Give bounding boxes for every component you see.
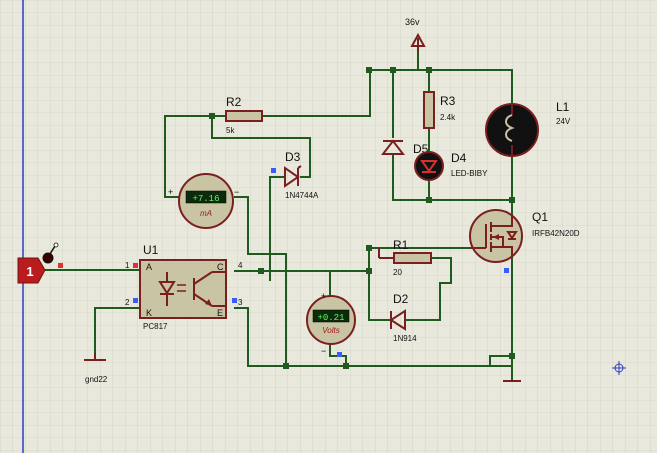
d3-ref: D3 bbox=[285, 150, 301, 164]
u1-pin-e-label: E bbox=[217, 308, 223, 318]
voltmeter-minus: − bbox=[321, 346, 326, 356]
diode-d2[interactable]: D2 1N914 bbox=[389, 292, 417, 343]
crosshair-icon bbox=[612, 361, 626, 375]
input-terminal[interactable]: 1 bbox=[17, 257, 63, 284]
mosfet-q1[interactable]: Q1 IRFB42N20D bbox=[469, 209, 580, 273]
voltmeter-plus: + bbox=[321, 291, 326, 301]
lamp-l1[interactable]: L1 24V bbox=[485, 100, 571, 158]
r2-ref: R2 bbox=[226, 95, 242, 109]
resistor-r2[interactable]: R2 5k bbox=[225, 95, 263, 135]
probe-icon[interactable] bbox=[42, 242, 59, 264]
d3-part: 1N4744A bbox=[285, 191, 319, 200]
zener-d3[interactable]: D3 1N4744A bbox=[271, 150, 319, 200]
d2-ref: D2 bbox=[393, 292, 409, 306]
ammeter-minus: − bbox=[234, 187, 239, 197]
u1-pin-k-label: K bbox=[146, 308, 152, 318]
voltmeter-reading: +0.21 bbox=[317, 313, 344, 323]
r2-value: 5k bbox=[226, 126, 235, 135]
q1-part: IRFB42N20D bbox=[532, 229, 580, 238]
ammeter-plus: + bbox=[168, 187, 173, 197]
u1-pin-a-label: A bbox=[146, 262, 152, 272]
lamp-value: 24V bbox=[556, 117, 571, 126]
ammeter[interactable]: +7.16 mA + − bbox=[168, 173, 239, 229]
wires bbox=[44, 51, 513, 381]
ammeter-reading: +7.16 bbox=[192, 194, 219, 204]
resistor-r3[interactable]: R3 2.4k bbox=[423, 91, 456, 129]
u1-pin-c-label: C bbox=[217, 262, 224, 272]
d4-ref: D4 bbox=[451, 151, 467, 165]
voltmeter-unit: Volts bbox=[322, 326, 340, 335]
d4-part: LED-BIBY bbox=[451, 169, 488, 178]
ground-label: gnd22 bbox=[85, 375, 108, 384]
u1-part: PC817 bbox=[143, 322, 168, 331]
voltmeter[interactable]: +0.21 Volts + − bbox=[306, 291, 356, 357]
q1-ref: Q1 bbox=[532, 210, 548, 224]
led-d4[interactable]: D4 LED-BIBY bbox=[414, 151, 488, 181]
u1-pin-4: 4 bbox=[238, 261, 243, 270]
ammeter-unit: mA bbox=[200, 209, 212, 218]
input-terminal-number: 1 bbox=[26, 264, 33, 279]
u1-ref: U1 bbox=[143, 243, 159, 257]
u1-pin-1: 1 bbox=[125, 261, 130, 270]
r3-value: 2.4k bbox=[440, 113, 456, 122]
wire-junctions bbox=[209, 67, 515, 369]
u1-pin-3: 3 bbox=[238, 298, 243, 307]
ground-symbol-gnd22: gnd22 bbox=[84, 353, 108, 384]
d2-part: 1N914 bbox=[393, 334, 417, 343]
r1-ref: R1 bbox=[393, 238, 409, 252]
u1-pin-2: 2 bbox=[125, 298, 130, 307]
optocoupler-u1[interactable]: A K C E 1 2 3 4 U1 PC817 bbox=[125, 243, 243, 331]
supply-terminal[interactable]: 36v bbox=[405, 17, 426, 52]
r1-value: 20 bbox=[393, 268, 402, 277]
lamp-ref: L1 bbox=[556, 100, 570, 114]
resistor-r1[interactable]: R1 20 bbox=[378, 238, 432, 277]
r3-ref: R3 bbox=[440, 94, 456, 108]
supply-voltage-label: 36v bbox=[405, 17, 420, 27]
